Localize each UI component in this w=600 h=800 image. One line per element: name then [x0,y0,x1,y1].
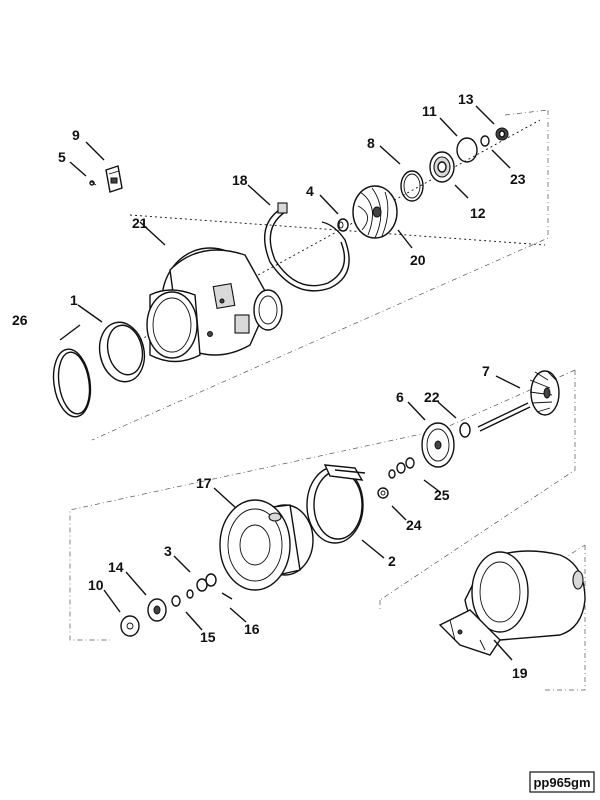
reference-code: pp965gm [533,775,590,790]
leader-arrows [59,105,521,661]
part-5-screw [89,180,97,186]
part-26-snap-ring [52,348,92,418]
callout-11: 11 [422,103,437,119]
part-15-washer [171,595,181,607]
callout-20: 20 [410,252,426,268]
callout-8: 8 [367,135,375,151]
callout-17: 17 [196,475,212,491]
callout-14: 14 [108,559,124,575]
part-22-ring [459,422,471,438]
callout-24: 24 [406,517,422,533]
part-8-snap-ring [400,170,424,202]
callout-26: 26 [12,312,28,328]
part-4-nut [337,218,349,232]
part-16-pin [221,592,233,600]
part-20-compressor-wheel [352,185,398,239]
callout-23: 23 [510,171,526,187]
callout-15: 15 [200,629,216,645]
part-6-plate [421,422,455,468]
callout-21: 21 [132,215,148,231]
callout-13: 13 [458,91,474,107]
part-13-nut [495,127,509,141]
part-7-turbine-shaft [477,370,560,432]
callout-25: 25 [434,487,450,503]
part-17-back-plate [219,499,314,591]
part-24-nut [377,487,389,499]
callout-1: 1 [70,292,78,308]
part-11-o-ring [456,137,478,163]
part-2-v-band-clamp [306,464,366,544]
part-23-ring [480,135,490,147]
callout-18: 18 [232,172,248,188]
part-9-plate [105,165,123,193]
part-25-bearing [388,457,415,479]
part-3-bushings [186,573,217,599]
part-1-seal-ring [98,321,146,383]
callout-16: 16 [244,621,260,637]
part-12-seal-plate [429,151,455,183]
part-21-compressor-housing [146,247,283,363]
callout-22: 22 [424,389,440,405]
callout-7: 7 [482,363,490,379]
callout-19: 19 [512,665,528,681]
part-19-bearing-housing [438,550,586,656]
callout-2: 2 [388,553,396,569]
callout-5: 5 [58,149,66,165]
reference-code-box: pp965gm [529,771,595,793]
callout-labels: 26 1 21 9 5 18 4 8 11 13 23 12 20 7 6 22… [12,91,528,681]
part-18-snap-ring [263,202,350,292]
part-10-washer [120,615,140,637]
callout-4: 4 [306,183,314,199]
part-14-thrust-bearing [147,598,167,622]
callout-6: 6 [396,389,404,405]
callout-12: 12 [470,205,486,221]
callout-3: 3 [164,543,172,559]
callout-9: 9 [72,127,80,143]
callout-10: 10 [88,577,104,593]
